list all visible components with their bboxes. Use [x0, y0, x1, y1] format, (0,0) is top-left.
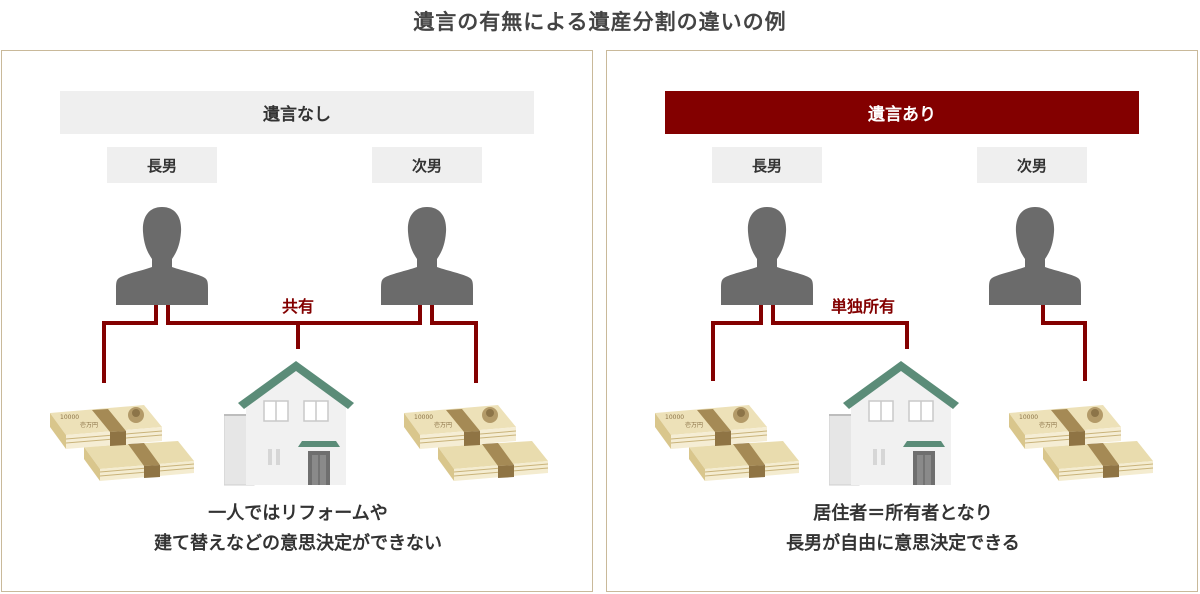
- header-no-will: 遺言なし: [60, 91, 534, 134]
- caption-line: 居住者＝所有者となり: [813, 503, 993, 524]
- caption-line: 長男が自由に意思決定できる: [786, 533, 1020, 554]
- label-eldest-son: 長男: [107, 147, 217, 183]
- panel-no-will: 遺言なし 長男 次男 共有 一人ではリフォームや 建て替えなどの意思決定ができな…: [1, 50, 593, 592]
- caption-line: 一人ではリフォームや: [208, 503, 388, 524]
- label-second-son: 次男: [977, 147, 1087, 183]
- header-with-will: 遺言あり: [665, 91, 1139, 134]
- label-eldest-son: 長男: [712, 147, 822, 183]
- banknote-bundle-icon: [404, 389, 550, 493]
- house-icon: [829, 359, 959, 489]
- caption: 居住者＝所有者となり 長男が自由に意思決定できる: [607, 499, 1199, 559]
- caption: 一人ではリフォームや 建て替えなどの意思決定ができない: [2, 499, 594, 559]
- person-silhouette-icon: [717, 201, 817, 305]
- banknote-bundle-icon: [50, 389, 196, 493]
- banknote-bundle-icon: [655, 389, 801, 493]
- page-title: 遺言の有無による遺産分割の違いの例: [413, 10, 787, 34]
- person-silhouette-icon: [112, 201, 212, 305]
- ownership-label: 単独所有: [830, 297, 895, 316]
- label-second-son: 次男: [372, 147, 482, 183]
- banknote-bundle-icon: [1009, 389, 1155, 493]
- caption-line: 建て替えなどの意思決定ができない: [154, 533, 442, 554]
- person-silhouette-icon: [377, 201, 477, 305]
- panel-with-will: 遺言あり 長男 次男 単独所有 居住者＝所有者となり 長男が自由に意思決定できる: [606, 50, 1198, 592]
- house-icon: [224, 359, 354, 489]
- ownership-label: 共有: [281, 297, 314, 316]
- person-silhouette-icon: [985, 201, 1085, 305]
